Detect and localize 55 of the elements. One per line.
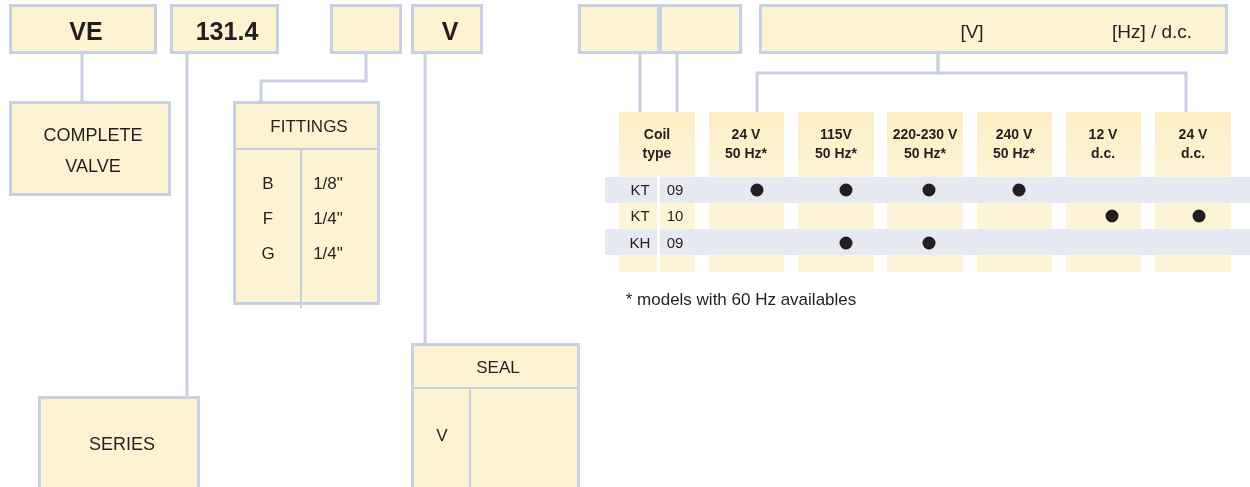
table-header-cell [619, 112, 695, 176]
table-header-cell [1066, 112, 1141, 176]
box-label: COMPLETE VALVE [43, 124, 143, 178]
table-header-cell [709, 112, 784, 176]
row-code: 09 [666, 179, 684, 200]
connector-line [185, 54, 189, 396]
column-header: 220-230 V 50 Hz* [892, 125, 958, 163]
code-box [170, 4, 279, 54]
table-header-cell [1155, 112, 1231, 176]
box-label: 1/4" [313, 207, 343, 230]
code-text: [Hz] / d.c. [1111, 20, 1193, 45]
connector-line [936, 54, 1188, 112]
row-code: KT [630, 179, 650, 200]
code-text: VE [69, 16, 103, 48]
column-header: Coil type [642, 125, 672, 163]
table-header-cell [977, 112, 1052, 176]
box-label: FITTINGS [270, 115, 348, 138]
code-box [411, 4, 483, 54]
code-box [578, 4, 660, 54]
code-box [759, 4, 1228, 54]
row-code: 10 [666, 205, 684, 226]
code-text: V [441, 16, 459, 48]
code-box [330, 4, 402, 54]
box-label: B [262, 172, 274, 195]
code-text: 131.4 [195, 16, 259, 48]
row-code: KT [630, 205, 650, 226]
footnote: * models with 60 Hz availables [625, 288, 857, 311]
description-box [411, 343, 580, 487]
column-header: 24 V d.c. [1178, 125, 1208, 163]
table-header-cell [887, 112, 963, 176]
table-header-cell [798, 112, 874, 176]
row-code: 09 [666, 232, 684, 253]
box-label: SERIES [89, 432, 155, 456]
box-label: 1/8" [313, 172, 343, 195]
box-label: SEAL [476, 356, 520, 379]
box-label: G [261, 242, 275, 265]
connector-line [259, 54, 368, 101]
column-header: 12 V d.c. [1088, 125, 1118, 163]
description-box [38, 396, 200, 487]
column-header: 115V 50 Hz* [815, 125, 857, 163]
connector-line [638, 54, 642, 112]
code-box [9, 4, 157, 54]
connector-line [423, 54, 427, 343]
connector-line [675, 54, 679, 112]
description-box [233, 101, 380, 305]
row-code: KH [629, 232, 651, 253]
description-box [9, 101, 171, 196]
code-box [659, 4, 742, 54]
box-label: F [262, 207, 274, 230]
connector-line [80, 54, 84, 101]
column-header: 240 V 50 Hz* [993, 125, 1035, 163]
box-label: V [436, 424, 448, 447]
column-header: 24 V 50 Hz* [725, 125, 767, 163]
box-label: 1/4" [313, 242, 343, 265]
code-text: [V] [960, 20, 984, 45]
